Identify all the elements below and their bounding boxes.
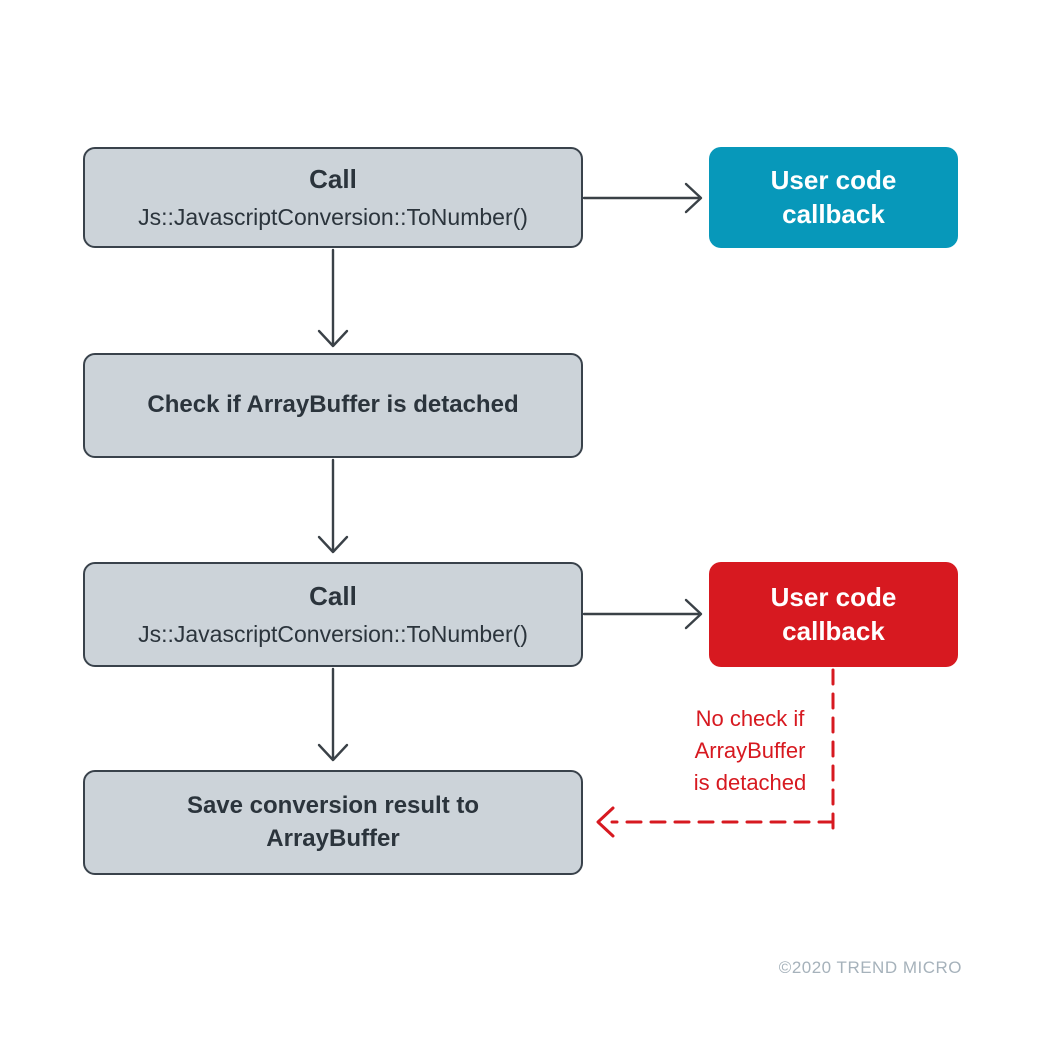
arrow-check-to-call2 bbox=[317, 458, 349, 554]
annotation-no-check: No check if ArrayBuffer is detached bbox=[693, 706, 807, 795]
arrow-callback2-to-save-dashed bbox=[596, 668, 835, 838]
callback-box-user-code-1: User code callback bbox=[709, 147, 958, 248]
process-box-call-tonumber-1: Call Js::JavascriptConversion::ToNumber(… bbox=[83, 147, 583, 248]
box-subtitle: Js::JavascriptConversion::ToNumber() bbox=[138, 620, 528, 647]
callback-label: User code callback bbox=[770, 164, 897, 229]
copyright-text: ©2020 TREND MICRO bbox=[778, 958, 962, 977]
process-box-save-result: Save conversion result to ArrayBuffer bbox=[83, 770, 583, 875]
box-label: Check if ArrayBuffer is detached bbox=[147, 391, 519, 419]
box-title: Call bbox=[309, 163, 357, 194]
process-box-call-tonumber-2: Call Js::JavascriptConversion::ToNumber(… bbox=[83, 562, 583, 667]
callback-label: User code callback bbox=[770, 581, 897, 646]
arrow-call1-to-callback1 bbox=[582, 182, 703, 214]
process-box-check-detached: Check if ArrayBuffer is detached bbox=[83, 353, 583, 458]
box-subtitle: Js::JavascriptConversion::ToNumber() bbox=[138, 203, 528, 230]
callback-box-user-code-2: User code callback bbox=[709, 562, 958, 667]
box-label: Save conversion result to ArrayBuffer bbox=[186, 792, 480, 852]
box-title: Call bbox=[309, 580, 357, 611]
arrow-call2-to-save bbox=[317, 667, 349, 762]
arrow-call2-to-callback2 bbox=[582, 598, 703, 630]
arrow-call1-to-check bbox=[317, 248, 349, 348]
